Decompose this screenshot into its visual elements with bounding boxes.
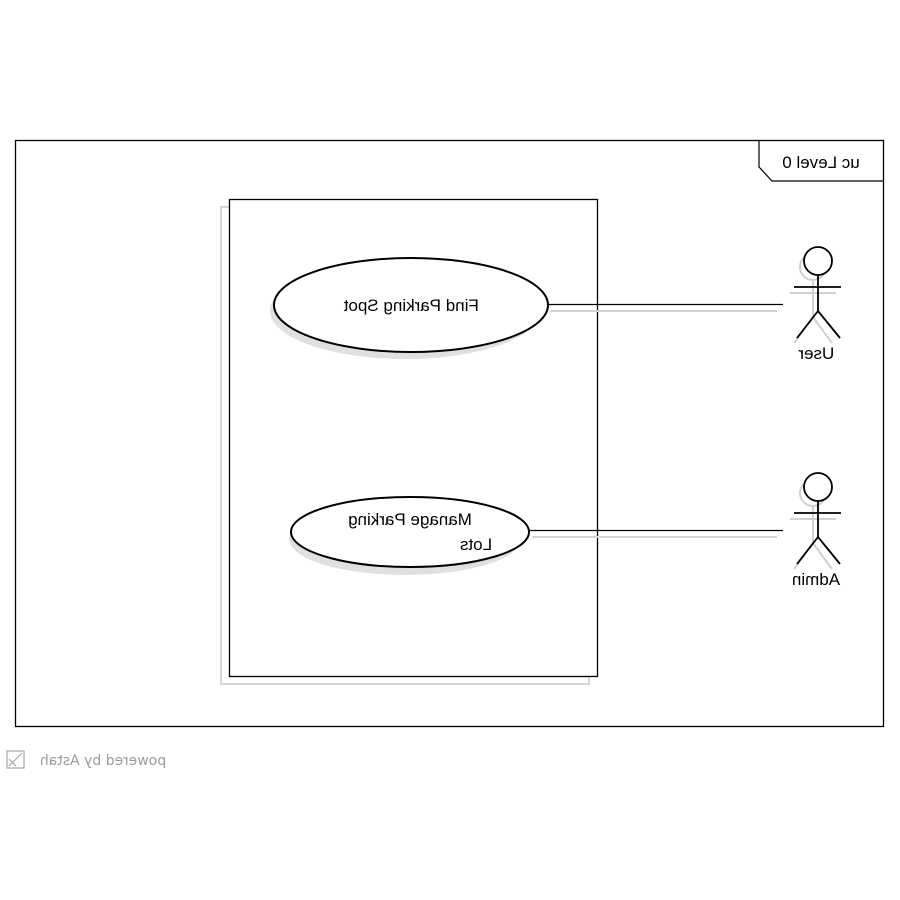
actor-name: User [798,344,834,363]
user-stick-figure-icon [794,246,841,339]
use-case-label: Find Parking Spot [343,296,478,315]
watermark-text: powered by Astah [40,753,166,769]
use-case-label-line-1: Manage Parking [348,510,472,529]
frame-label-tab: uc Level 0 [758,141,883,182]
watermark: powered by Astah [6,750,166,769]
astah-logo-icon [6,750,25,769]
admin-stick-figure-icon [794,472,841,565]
actor-admin: Admin [790,472,841,589]
frame-label: uc Level 0 [782,153,860,172]
use-case-manage-parking-lots: Manage Parking Lots [289,496,530,575]
use-case-find-parking-spot: Find Parking Spot [270,257,549,359]
actor-name: Admin [792,570,840,589]
association-admin [530,529,783,538]
use-case-label-line-2: Lots [460,535,492,554]
actor-user: User [790,246,841,363]
diagram-frame [14,139,885,728]
association-user [549,303,783,312]
